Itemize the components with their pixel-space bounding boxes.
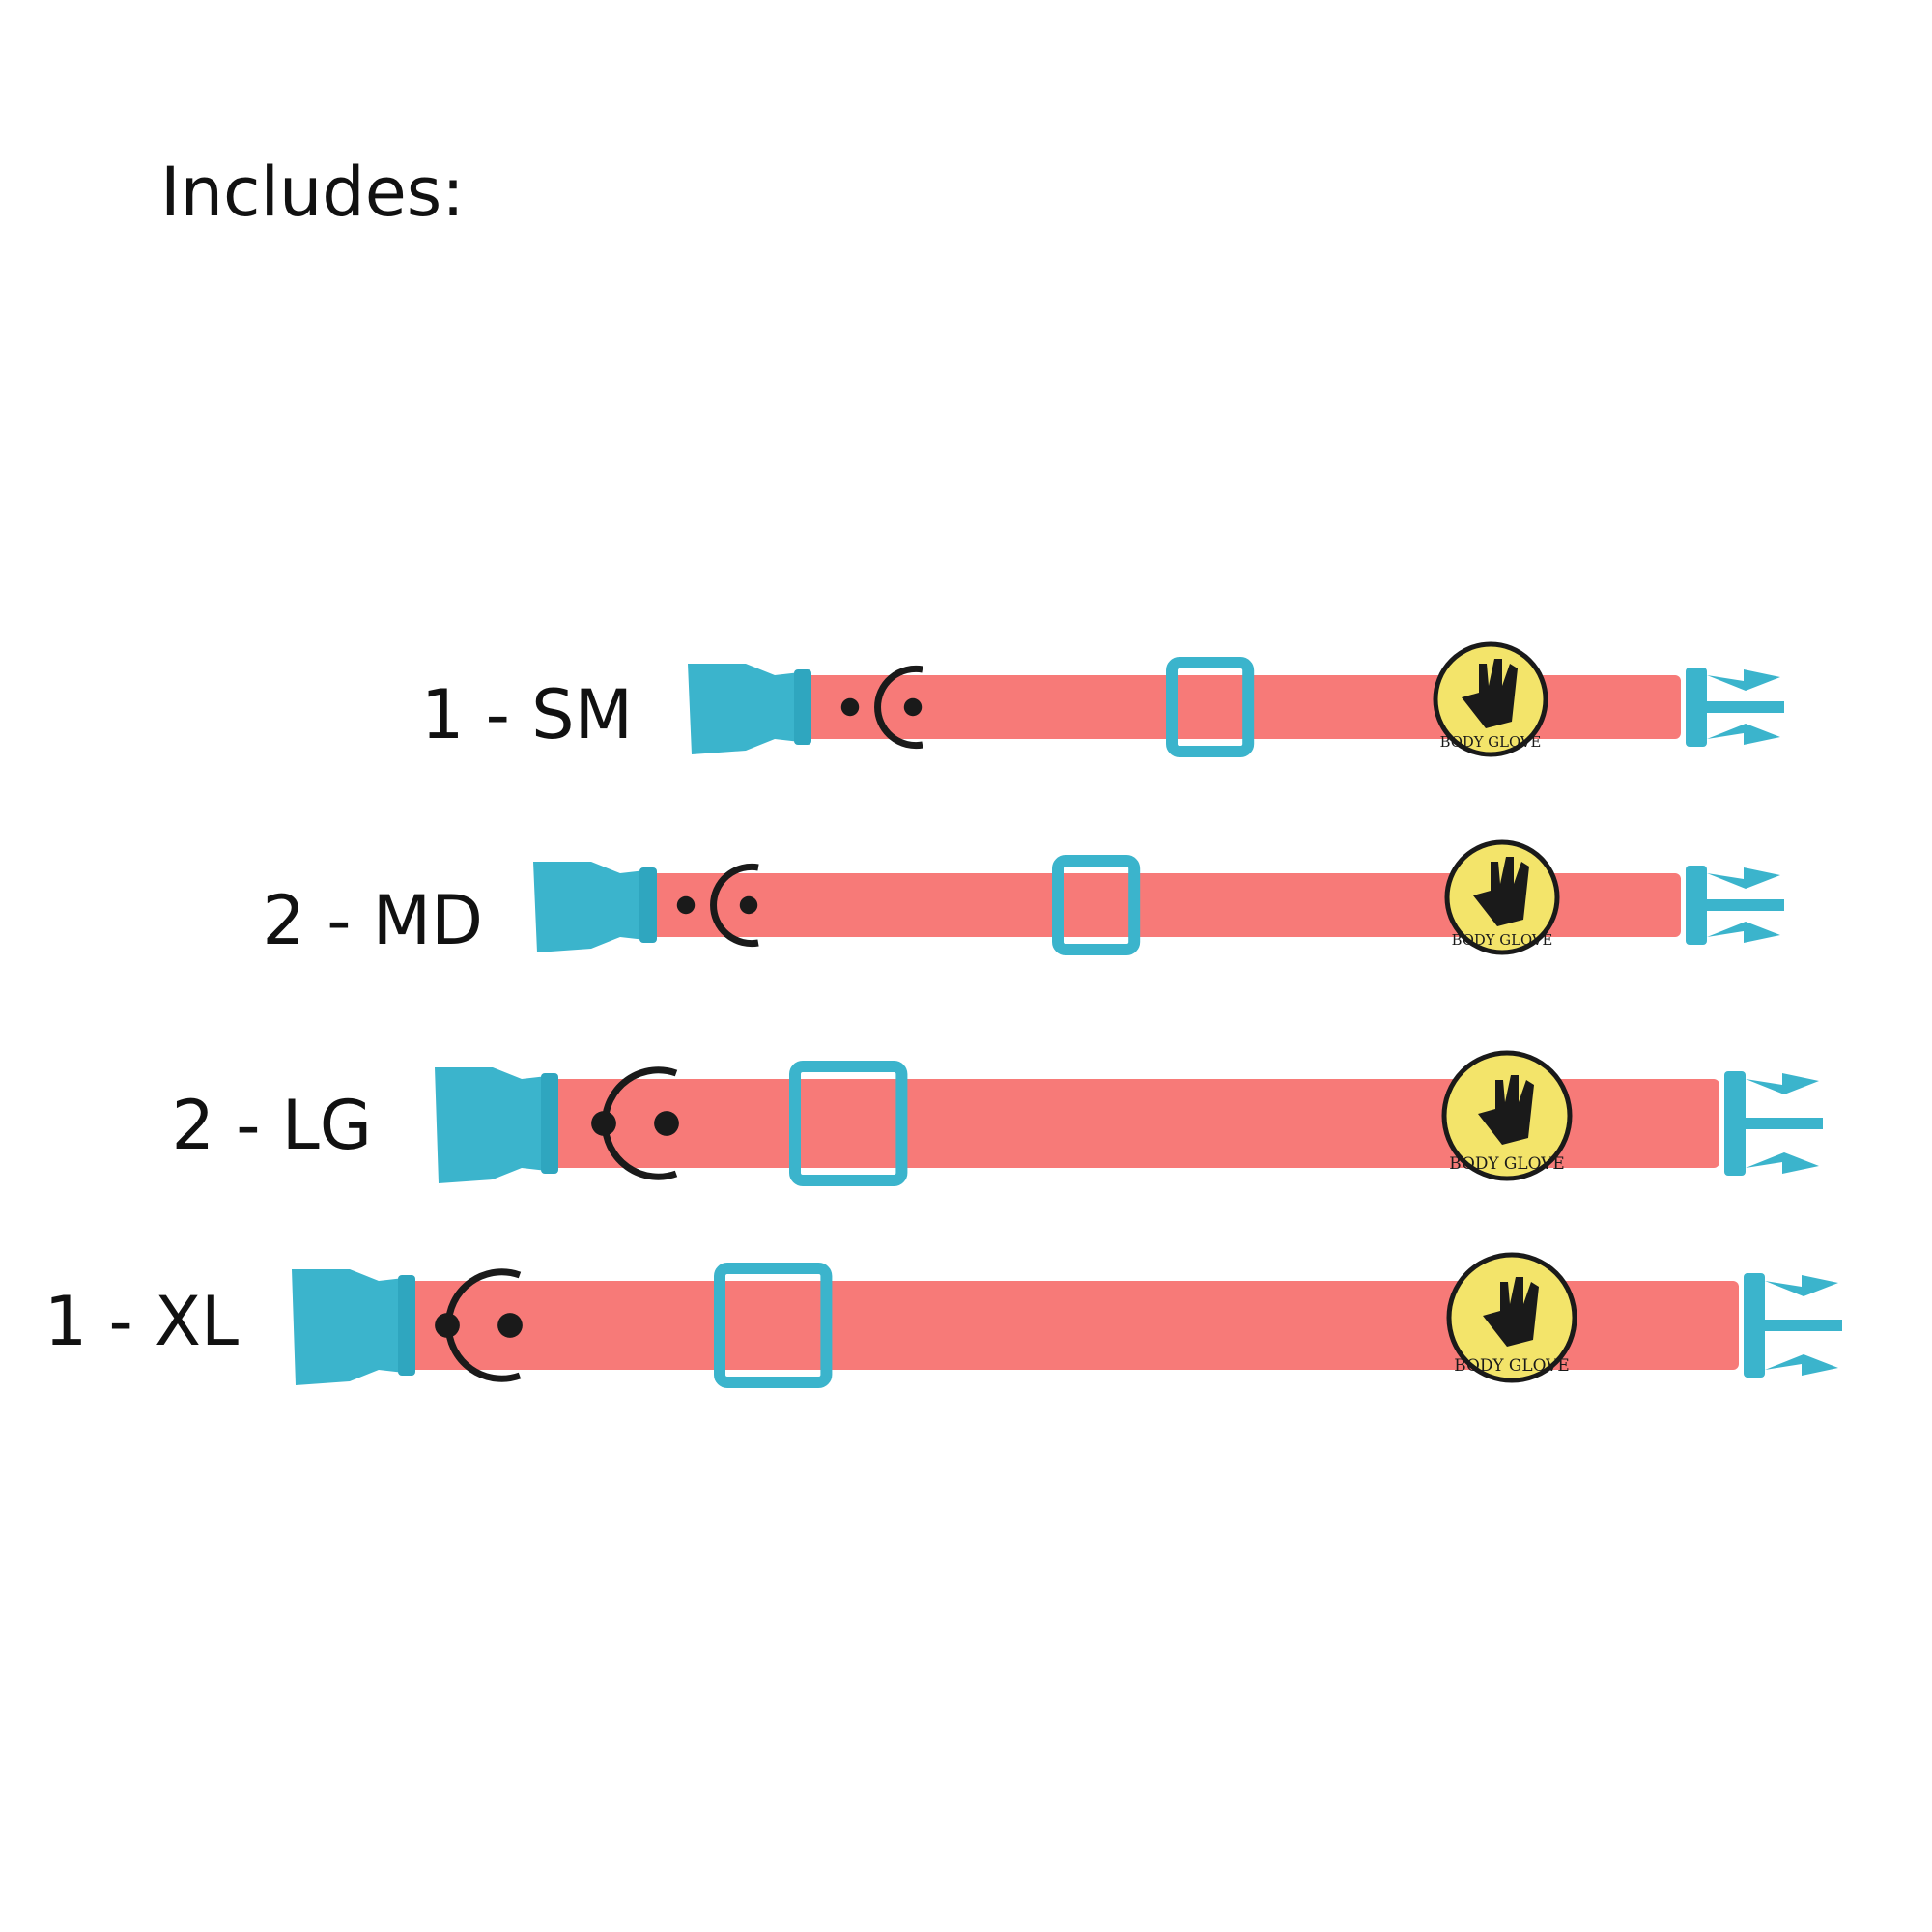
rivet <box>676 895 696 915</box>
includes-heading: Includes: <box>160 153 465 232</box>
keeper-loop <box>1166 657 1255 757</box>
rivet <box>654 1111 679 1136</box>
female-buckle <box>533 862 654 952</box>
body-glove-badge: BODY GLOVE <box>1433 641 1548 757</box>
female-buckle <box>688 664 809 754</box>
collar-label-md: 2 - MD <box>262 881 483 960</box>
collar-label-sm: 1 - SM <box>420 675 633 754</box>
hand-icon <box>1462 659 1518 728</box>
rivet <box>903 697 923 717</box>
collar-strap <box>512 1079 1719 1168</box>
d-ring <box>601 1066 678 1180</box>
rivet <box>840 697 860 717</box>
badge-logo-text: BODY GLOVE <box>1454 1355 1569 1375</box>
buckle-frame <box>639 867 657 943</box>
male-buckle-arrow <box>1746 1073 1819 1094</box>
female-buckle <box>292 1269 412 1385</box>
male-buckle-prong <box>1765 1320 1842 1331</box>
collar-strap <box>369 1281 1739 1370</box>
male-buckle-frame <box>1686 668 1707 747</box>
keeper-loop <box>714 1263 833 1388</box>
d-ring <box>874 665 923 750</box>
male-buckle-arrow <box>1707 867 1780 889</box>
collar-strap <box>611 873 1681 937</box>
female-buckle <box>435 1067 555 1183</box>
body-glove-badge: BODY GLOVE <box>1446 1252 1577 1383</box>
badge-logo-text: BODY GLOVE <box>1440 734 1542 751</box>
male-buckle-frame <box>1724 1071 1746 1176</box>
male-buckle-arrow <box>1707 669 1780 691</box>
rivet <box>497 1313 523 1338</box>
hand-icon <box>1478 1075 1534 1145</box>
badge-logo-text: BODY GLOVE <box>1449 1153 1564 1173</box>
male-buckle-arrow <box>1765 1354 1838 1376</box>
buckle-frame <box>541 1073 558 1174</box>
male-buckle-prong <box>1746 1118 1823 1129</box>
male-buckle-arrow <box>1746 1152 1819 1174</box>
male-buckle-arrow <box>1707 724 1780 745</box>
collar-lg: BODY GLOVE <box>435 1050 1823 1186</box>
collar-xl: BODY GLOVE <box>292 1252 1842 1388</box>
buckle-frame <box>398 1275 415 1376</box>
male-buckle-frame <box>1686 866 1707 945</box>
male-buckle-arrow <box>1765 1275 1838 1296</box>
d-ring <box>444 1268 522 1382</box>
buckle-frame <box>794 669 811 745</box>
male-buckle-prong <box>1707 899 1784 911</box>
body-glove-badge: BODY GLOVE <box>1441 1050 1573 1181</box>
rivet <box>739 895 758 915</box>
keeper-loop <box>1052 855 1141 955</box>
badge-logo-text: BODY GLOVE <box>1452 932 1553 949</box>
male-buckle-frame <box>1744 1273 1765 1378</box>
d-ring <box>710 863 759 948</box>
male-buckle-prong <box>1707 701 1784 713</box>
collar-md: BODY GLOVE <box>533 839 1784 955</box>
collar-label-lg: 2 - LG <box>171 1086 372 1165</box>
hand-icon <box>1483 1277 1539 1347</box>
body-glove-badge: BODY GLOVE <box>1444 839 1560 955</box>
collar-sm: BODY GLOVE <box>688 641 1784 757</box>
male-buckle-arrow <box>1707 922 1780 943</box>
keeper-loop <box>789 1061 908 1186</box>
collar-label-xl: 1 - XL <box>43 1282 239 1361</box>
hand-icon <box>1473 857 1529 926</box>
